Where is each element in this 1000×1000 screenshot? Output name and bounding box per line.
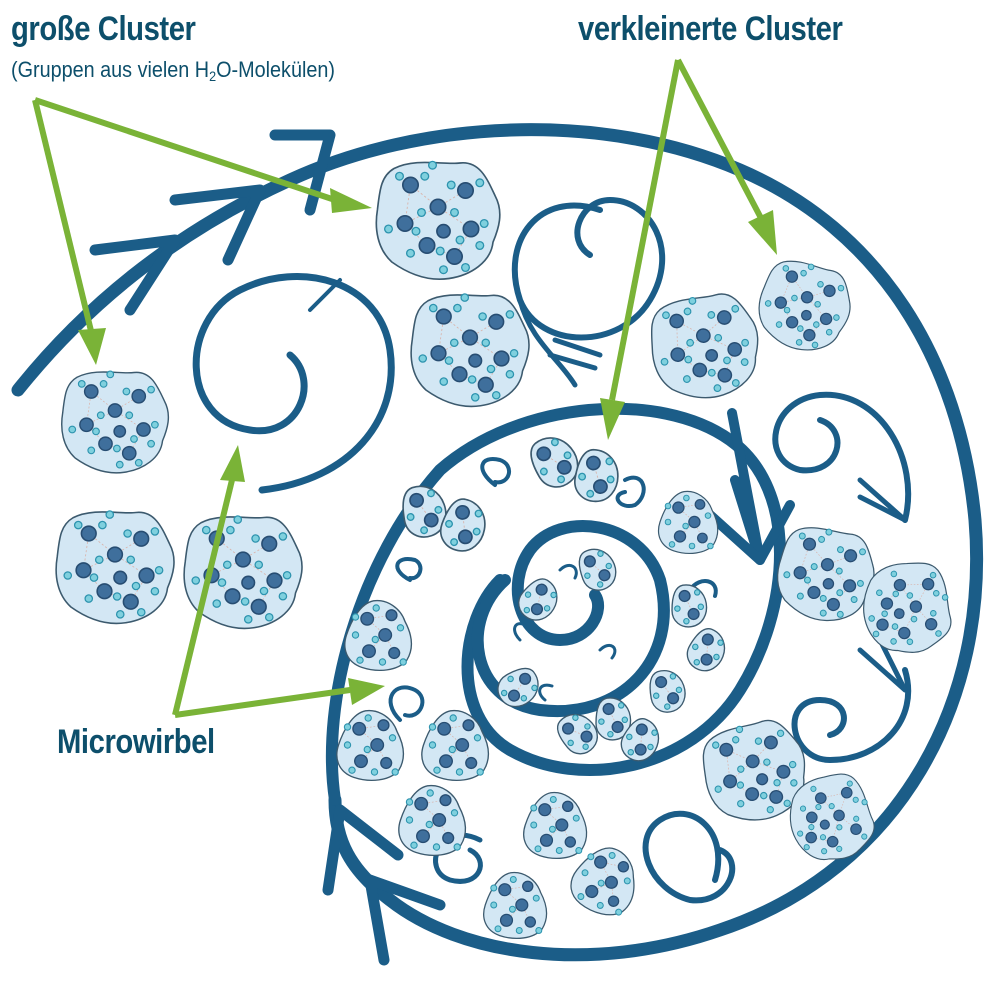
micro-vortices-label: Microwirbel bbox=[57, 723, 215, 761]
large-clusters bbox=[55, 160, 957, 873]
sublabel-subscript: 2 bbox=[209, 68, 217, 84]
large-clusters-sublabel: (Gruppen aus vielen H2O-Molekülen) bbox=[11, 57, 335, 84]
vortices bbox=[192, 196, 912, 904]
outer-flow-spiral bbox=[11, 123, 984, 966]
reduced-clusters-label: verkleinerte Cluster bbox=[578, 10, 843, 48]
sublabel-suffix: O-Molekülen) bbox=[216, 57, 335, 82]
sublabel-prefix: (Gruppen aus vielen H bbox=[11, 57, 210, 82]
large-clusters-label: große Cluster bbox=[11, 10, 196, 48]
pointer-arrows bbox=[32, 58, 777, 718]
